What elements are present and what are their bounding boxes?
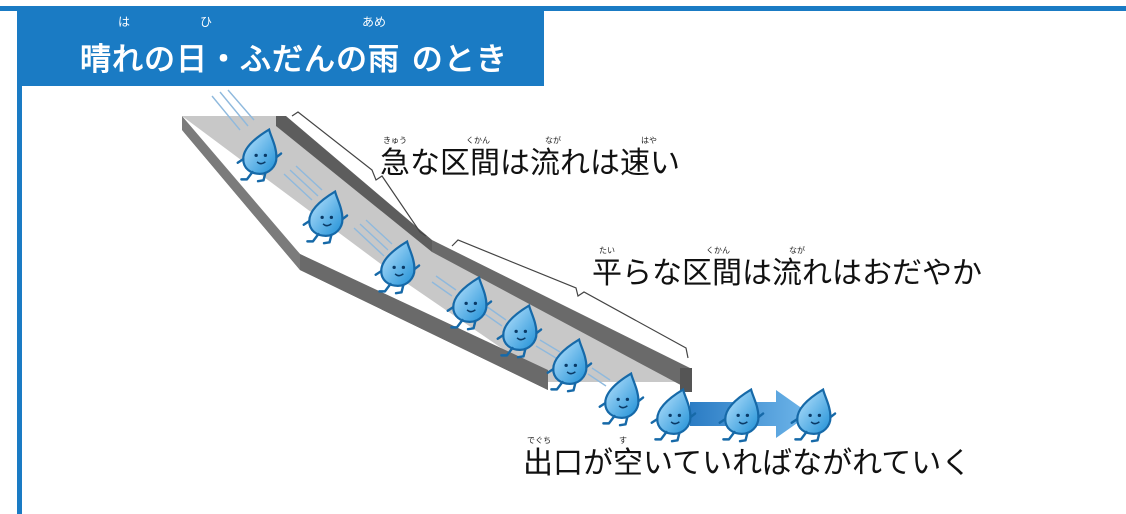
title-ruby-hi: ひ [200,15,213,29]
exit-ruby-deguchi: でぐち [527,436,552,445]
flat-ruby-kukan: くかん [706,246,730,255]
channel-right-wall-steep [276,116,432,252]
channel-left-wall-face [182,116,300,270]
steep-ruby-kukan: くかん [466,136,490,145]
channel-end-face [680,368,692,392]
section-brackets [291,111,689,359]
title-banner [17,6,544,86]
title-ruby-ha: は [118,15,131,29]
exit-ruby-su: す [619,436,627,445]
steep-ruby-naga: なが [545,136,561,145]
title-ruby-ame: あめ [362,15,387,29]
channel-lower-face [300,254,548,390]
steep-section-label: 急な区間は流れは速い [380,146,680,181]
flat-ruby-naga: なが [789,246,805,255]
frame-left-border [17,6,22,514]
water-drop-character [790,388,837,443]
water-drop-character [650,388,697,443]
steep-section-bracket [291,111,427,237]
frame-top-border [0,6,1126,11]
speed-lines [211,89,611,387]
water-drop-character [718,388,765,443]
page-title: 晴れの日・ふだんの雨 のとき [80,42,508,78]
exit-label: 出口が空いていればながれていく [523,446,972,481]
channel [182,116,692,392]
channel-right-wall-flat [432,240,690,390]
flat-ruby-tai: たい [599,246,615,255]
flat-section-bracket [451,239,689,359]
flat-section-label: 平らな区間は流れはおだやか [592,256,982,291]
steep-ruby-haya: はや [641,136,657,145]
steep-ruby-kyuu: きゅう [383,136,407,145]
